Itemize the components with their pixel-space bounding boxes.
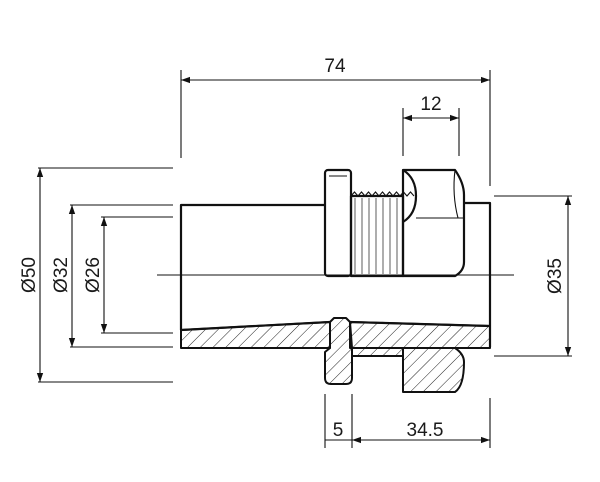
label-diameter-35: Ø35 xyxy=(545,258,566,294)
dim-bottom: 5 34.5 xyxy=(324,394,491,448)
dim-diameter-50: Ø50 xyxy=(19,167,173,383)
dim-total-length: 74 xyxy=(180,56,491,186)
label-diameter-32: Ø32 xyxy=(51,257,72,293)
thread xyxy=(349,191,415,278)
dim-nut-width: 12 xyxy=(402,94,460,156)
label-total-length: 74 xyxy=(324,56,346,77)
section-lower xyxy=(180,275,491,393)
label-thread-length: 34.5 xyxy=(407,420,444,441)
label-diameter-26: Ø26 xyxy=(83,257,104,293)
nut xyxy=(401,168,466,278)
dim-diameter-32: Ø32 xyxy=(51,204,173,348)
label-diameter-50: Ø50 xyxy=(19,257,40,293)
label-nut-width: 12 xyxy=(420,94,441,115)
dim-diameter-26: Ø26 xyxy=(83,216,173,334)
dim-diameter-35: Ø35 xyxy=(494,195,572,357)
label-flange-width: 5 xyxy=(333,420,344,441)
